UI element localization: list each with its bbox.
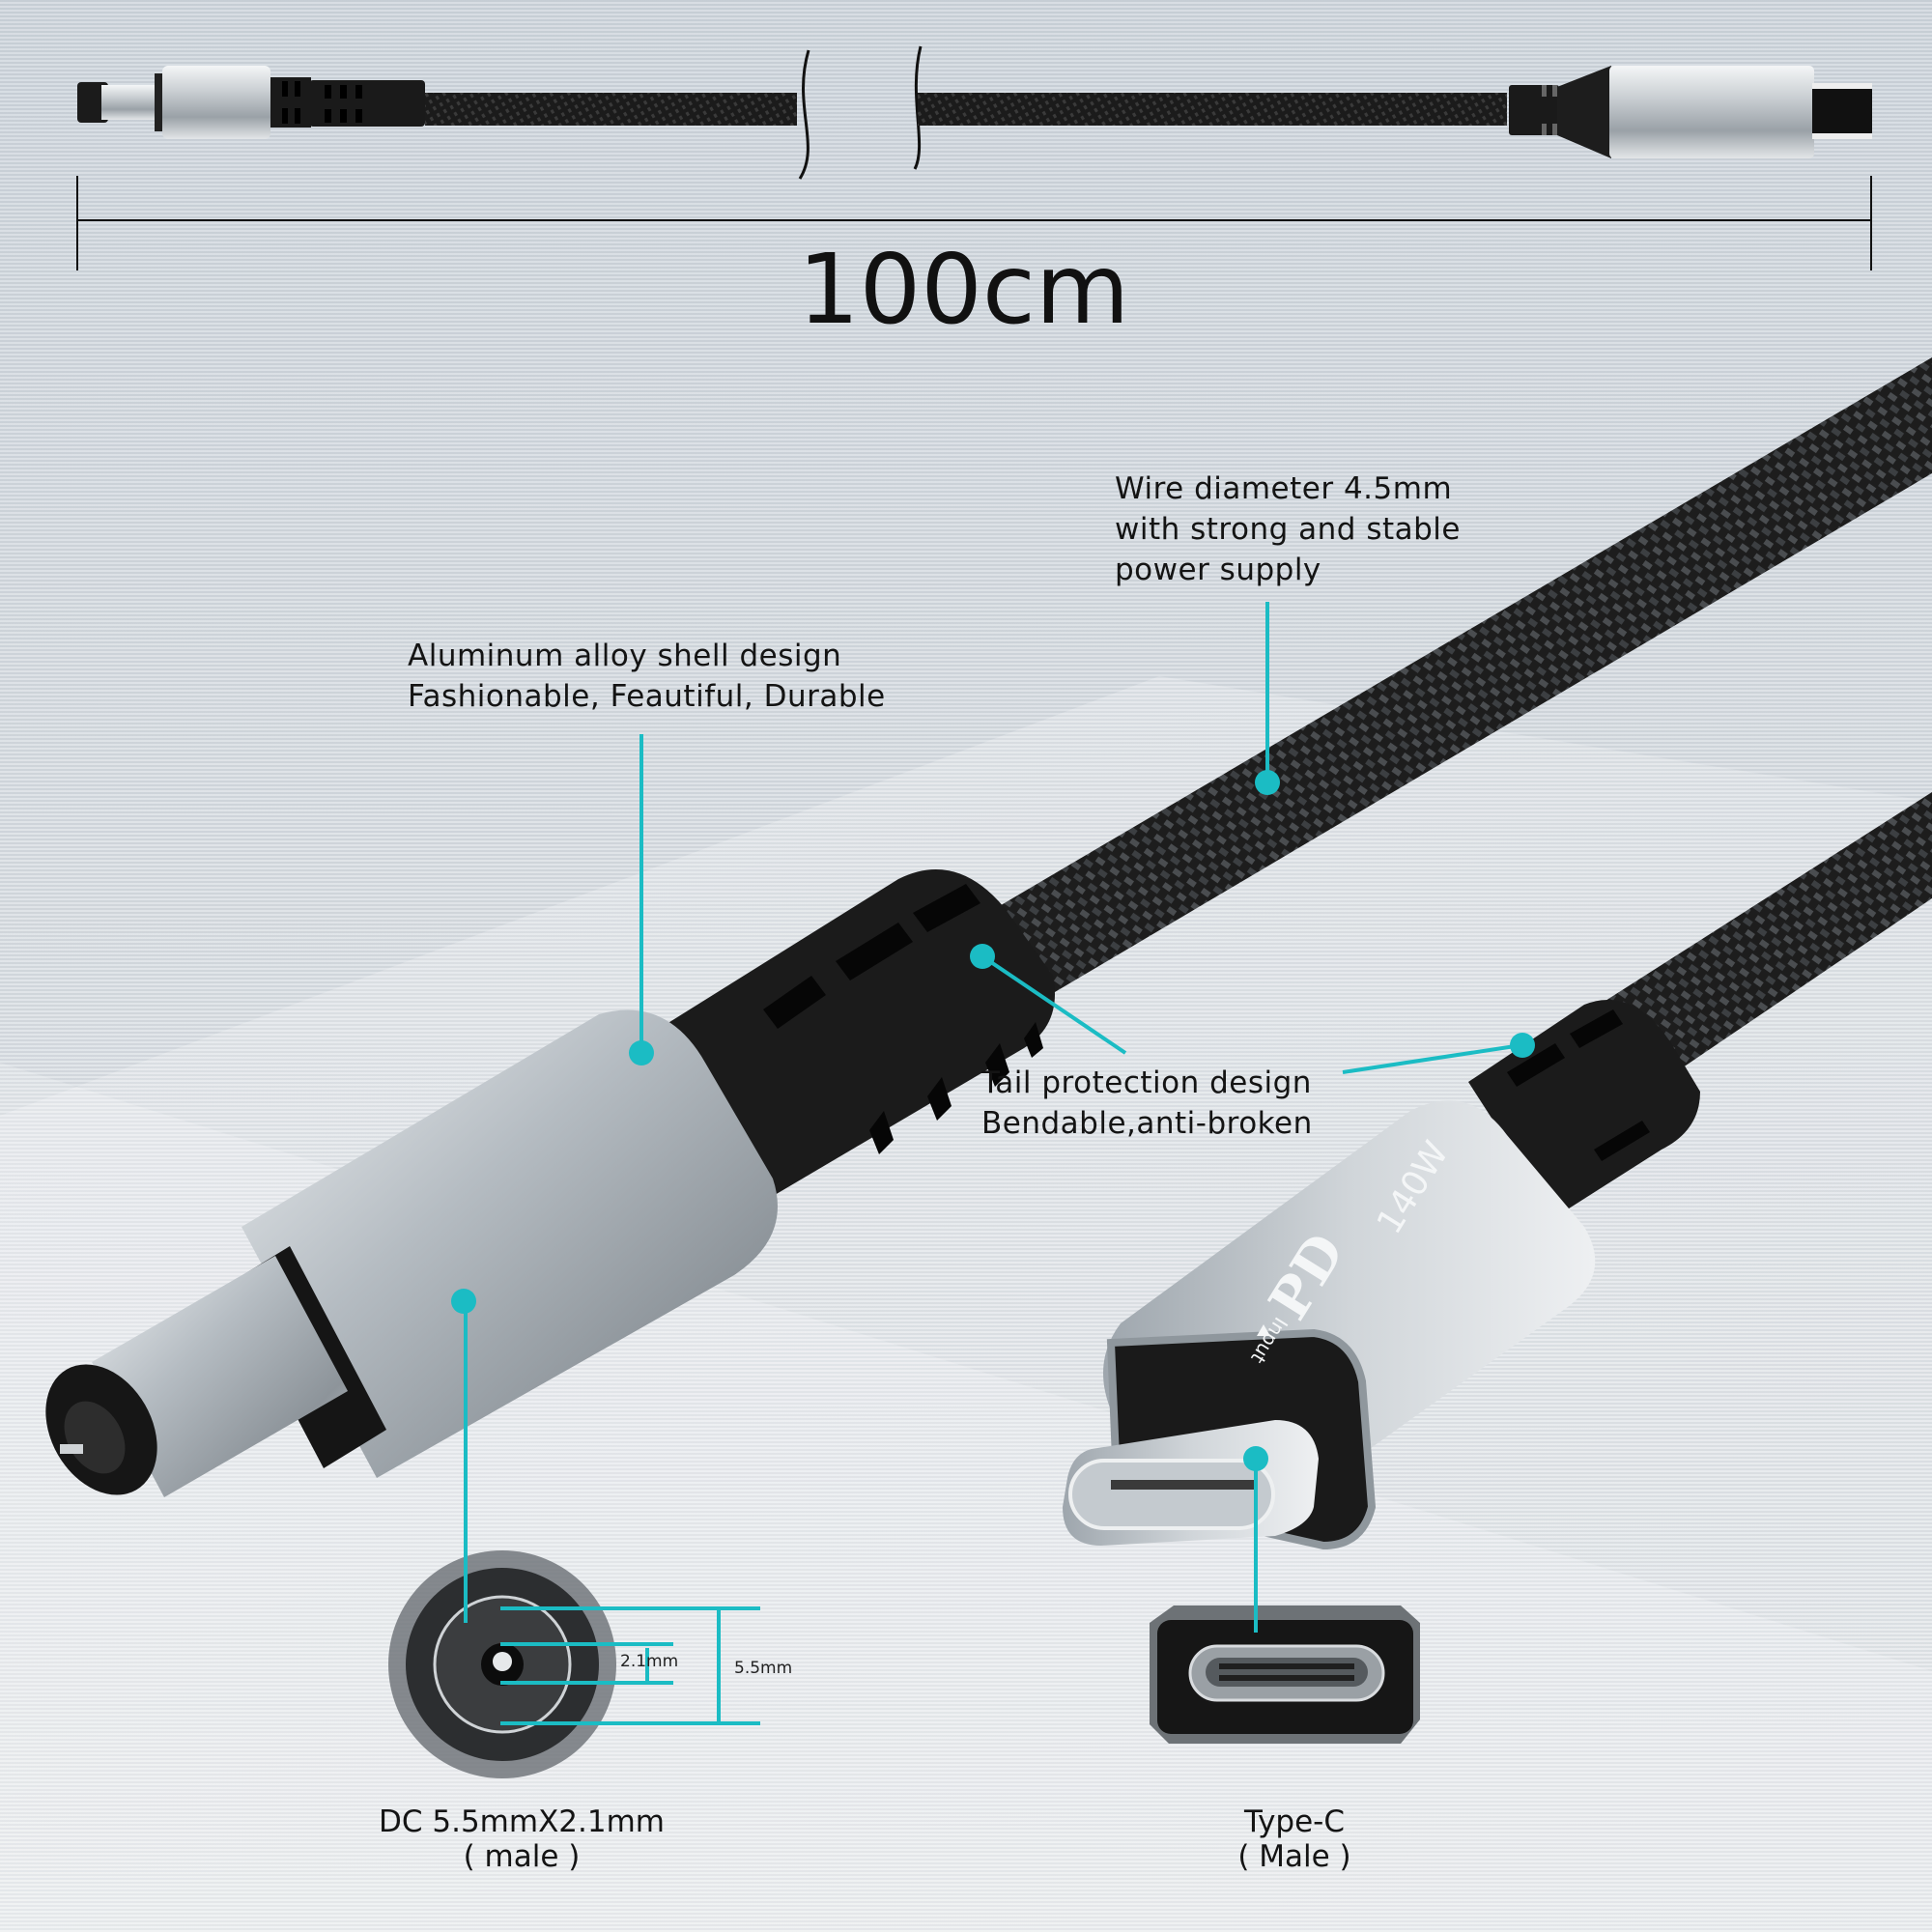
typec-end-view [1150,1605,1420,1744]
callout-tail-line-1: Tail protection design [981,1065,1312,1100]
callout-tail-line-2: Bendable,anti-broken [981,1106,1313,1141]
callout-shell-line-2: Fashionable, Feautiful, Durable [408,679,886,714]
caption-typec-connector: Type-C ( Male ) [1179,1804,1410,1874]
callout-wire-line-2: with strong and stable [1115,512,1461,547]
callout-leaders [451,602,1535,1633]
caption-typec-line-2: ( Male ) [1237,1839,1351,1874]
cable-length-label: 100cm [798,233,1130,346]
callout-tail-protection: Tail protection design Bendable,anti-bro… [981,1063,1313,1144]
callout-aluminum-shell: Aluminum alloy shell design Fashionable,… [408,636,886,717]
callout-shell-line-1: Aluminum alloy shell design [408,639,842,673]
outer-diameter-label: 5.5mm [734,1659,793,1678]
caption-dc-line-2: ( male ) [463,1839,581,1874]
dc-dimension-lines [500,1606,760,1725]
overview-cable [77,45,1872,180]
main-cable-dc [45,357,1932,1497]
caption-typec-line-1: Type-C [1243,1804,1346,1839]
dc-end-view [388,1550,616,1778]
caption-dc-connector: DC 5.5mmX2.1mm ( male ) [357,1804,686,1874]
callout-wire-line-1: Wire diameter 4.5mm [1115,471,1453,506]
caption-dc-line-1: DC 5.5mmX2.1mm [379,1804,665,1839]
inner-diameter-label: 2.1mm [620,1652,679,1671]
callout-wire-line-3: power supply [1115,553,1321,587]
length-dimension [76,176,1872,270]
callout-wire-diameter: Wire diameter 4.5mm with strong and stab… [1115,469,1461,590]
